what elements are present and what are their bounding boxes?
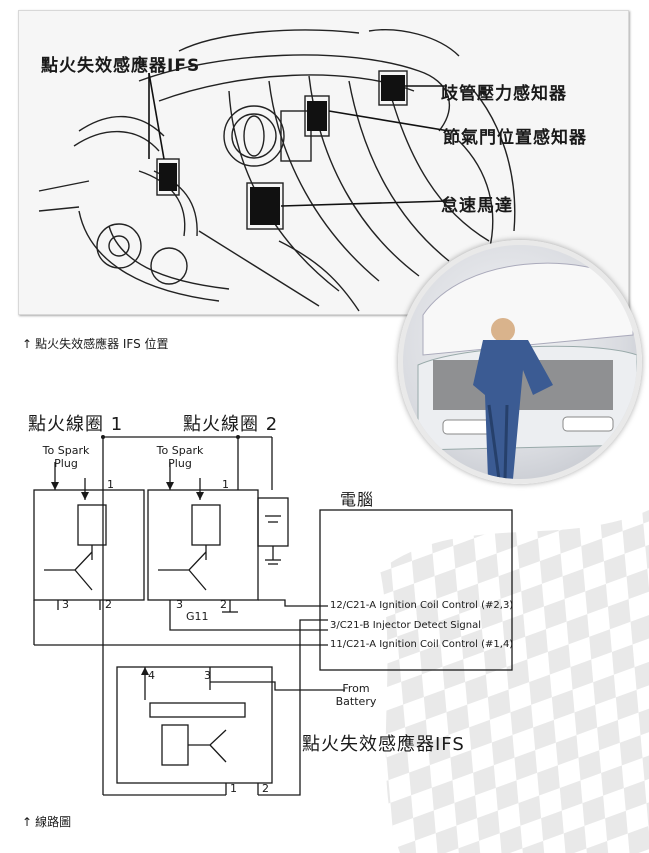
- coil-2-spark-plug-label: To Spark Plug: [156, 444, 204, 470]
- ifs-pin-3: 3: [204, 669, 211, 682]
- coil-1-pin-2: 2: [105, 598, 112, 611]
- engine-caption-text: 點火失效感應器 IFS 位置: [35, 337, 169, 351]
- caption-arrow-icon: ↑: [22, 337, 33, 351]
- coil-1-pin-1: 1: [107, 478, 114, 491]
- coil-2-pin-1: 1: [222, 478, 229, 491]
- engine-figure-caption: ↑點火失效感應器 IFS 位置: [22, 335, 169, 352]
- circuit-caption: ↑線路圖: [22, 813, 71, 830]
- idle-motor-callout-label: 怠速馬達: [441, 196, 513, 216]
- manifold-sensor-callout-label: 歧管壓力感知器: [441, 84, 567, 104]
- ifs-pin-4: 4: [148, 669, 155, 682]
- circuit-caption-arrow-icon: ↑: [22, 815, 33, 829]
- ifs-pin-2: 2: [262, 782, 269, 795]
- coil-1-title: 點火線圈 1: [28, 414, 124, 435]
- coil-1-spark-plug-label: To Spark Plug: [42, 444, 90, 470]
- ecu-signal-2: 3/C21-B Injector Detect Signal: [330, 620, 482, 631]
- ground-g11-label: G11: [186, 610, 209, 623]
- coil-1-pin-3: 3: [62, 598, 69, 611]
- ecu-signal-1: 12/C21-A Ignition Coil Control (#2,3): [330, 600, 514, 611]
- from-battery-label: From Battery: [335, 682, 377, 708]
- circuit-caption-text: 線路圖: [35, 815, 72, 829]
- checkered-flag-decoration: [380, 510, 649, 853]
- engine-diagram-panel: 點火失效感應器IFS 歧管壓力感知器 節氣門位置感知器 怠速馬達: [18, 10, 629, 315]
- ecu-signal-3: 11/C21-A Ignition Coil Control (#1,4): [330, 639, 514, 650]
- coil-2-pin-2: 2: [220, 598, 227, 611]
- coil-2-title: 點火線圈 2: [183, 414, 279, 435]
- ifs-pin-1: 1: [230, 782, 237, 795]
- mechanic-illustration: [417, 262, 637, 479]
- ifs-callout-label: 點火失效感應器IFS: [41, 56, 201, 76]
- ifs-title: 點火失效感應器IFS: [302, 734, 465, 755]
- throttle-sensor-callout-label: 節氣門位置感知器: [443, 128, 587, 148]
- engine-line-drawing: [38, 29, 516, 312]
- coil-2-pin-3: 3: [176, 598, 183, 611]
- ecu-title: 電腦: [340, 490, 375, 509]
- mechanic-car-photo: [398, 240, 642, 484]
